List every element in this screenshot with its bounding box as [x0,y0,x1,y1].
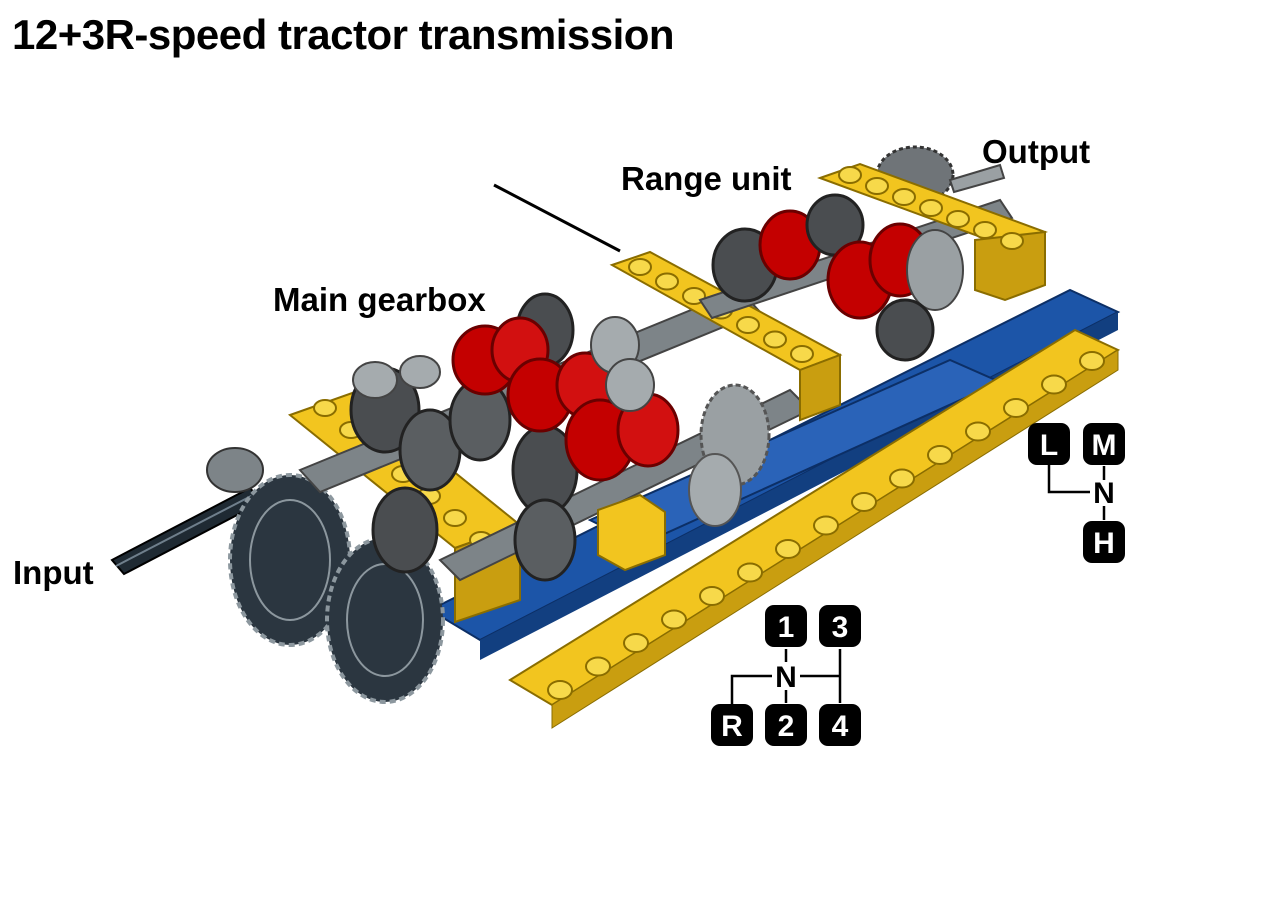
gear-neutral: N [775,661,797,694]
beam-stud [699,586,725,606]
svg-text:4: 4 [832,710,849,743]
range-unit-assembly [698,145,1014,362]
range-neutral: N [1093,477,1115,510]
gear-key-2: 2 [765,704,807,746]
front-beam-studs [547,351,1105,700]
gear-key-3: 3 [819,605,861,647]
beam-stud [736,316,760,334]
beam-stud [973,221,997,239]
beam-stud [892,188,916,206]
output-label: Output [982,133,1091,170]
beam-stud [655,272,679,291]
range-key-l: L [1028,423,1070,465]
svg-text:2: 2 [778,710,795,743]
gear-key-4: 4 [819,704,861,746]
main-gearbox-label: Main gearbox [273,281,486,318]
beam-stud [889,468,915,489]
svg-text:M: M [1092,429,1117,462]
beam-stud [838,166,862,184]
beam-stud [623,633,649,653]
beam-stud [737,562,763,583]
diagram-title: 12+3R-speed tractor transmission [12,11,675,58]
range-shift-pattern: L M N H [1028,423,1125,563]
beam-stud [919,199,943,217]
output-beam-studs [838,166,1024,250]
beam-stud [443,509,467,527]
beam-stud [547,680,573,700]
svg-text:1: 1 [778,611,795,644]
svg-text:R: R [721,710,743,743]
leader-line [493,183,621,253]
range-key-m: M [1083,423,1125,465]
support-brick [597,493,666,572]
beam-stud [1079,351,1105,371]
beam-stud [965,421,991,442]
range-unit-label: Range unit [621,160,792,197]
beam-stud [313,399,337,417]
beam-stud [1000,232,1024,250]
beam-stud [628,258,652,276]
main-gearbox-assembly [298,288,812,582]
beam-stud [585,656,611,677]
input-gears [206,447,445,704]
beam-stud [813,515,839,536]
beam-stud [865,177,889,195]
svg-text:L: L [1040,429,1058,462]
beam-stud [946,210,970,228]
input-label: Input [13,554,94,591]
gear-key-1: 1 [765,605,807,647]
svg-text:H: H [1093,527,1115,560]
beam-stud [763,330,787,349]
gear-key-r: R [711,704,753,746]
beam-stud [661,609,687,630]
beam-stud [927,445,953,465]
beam-stud [775,539,801,559]
range-key-h: H [1083,521,1125,563]
front-yellow-beam [508,328,1121,729]
beam-stud [790,345,814,363]
beam-stud [851,492,877,512]
beam-stud [1003,398,1029,418]
divider-beam-studs [628,258,814,363]
main-shift-pattern: 1 3 N R 2 4 [711,605,861,746]
beam-stud [1041,374,1067,395]
svg-text:3: 3 [832,611,849,644]
